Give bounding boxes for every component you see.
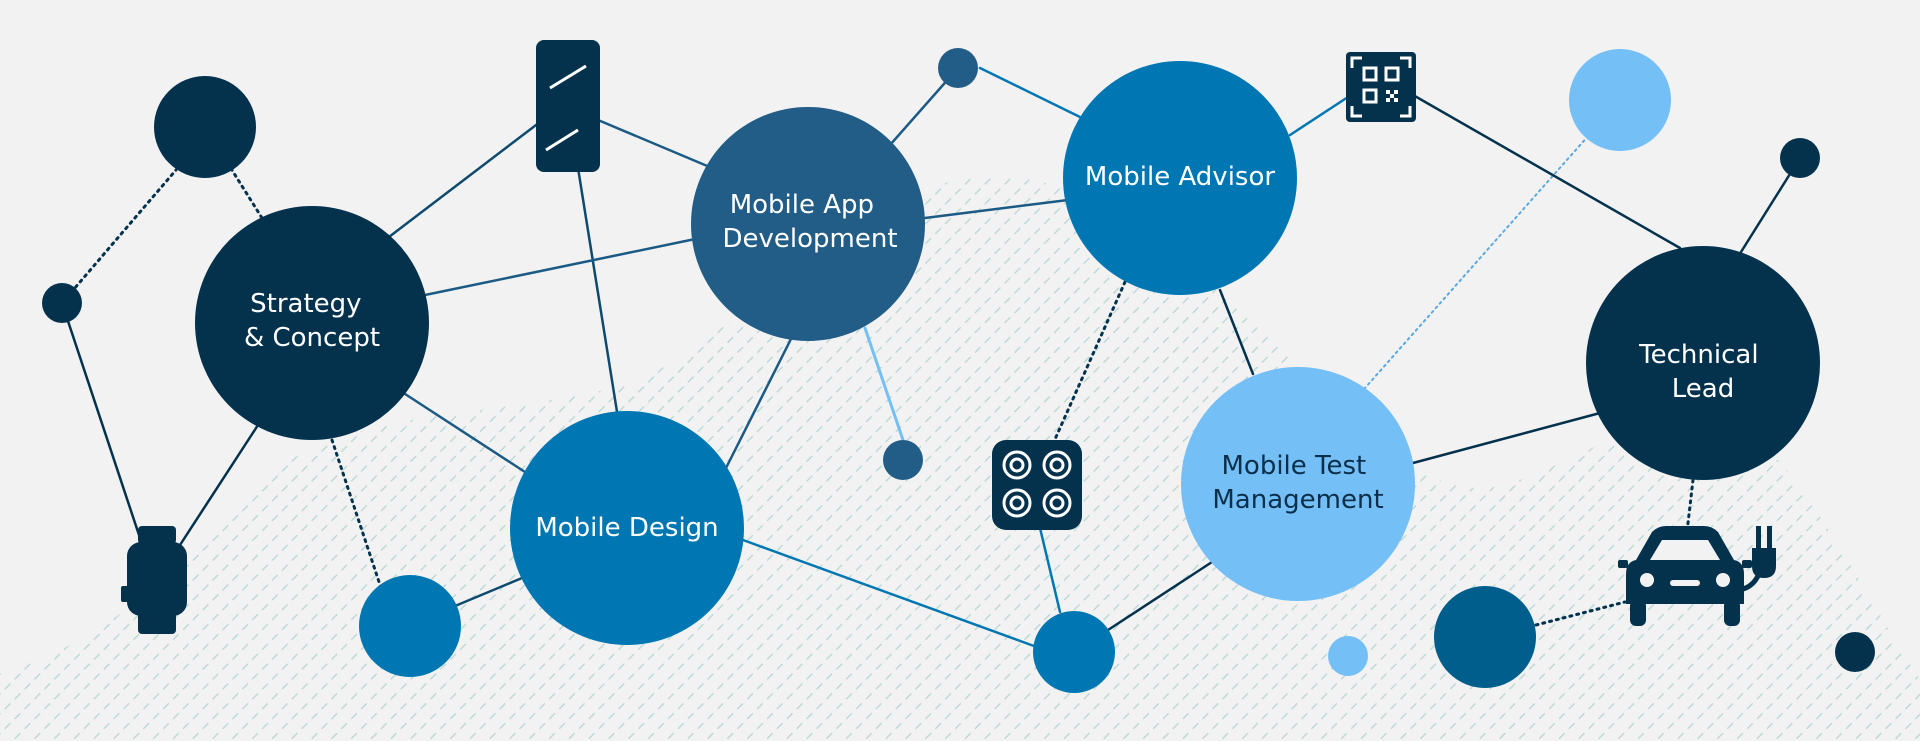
node-dot [154,76,256,178]
edge [723,333,795,472]
node-dot [883,440,923,480]
edge [178,423,260,547]
edge [1288,95,1350,137]
node-label-line: Mobile Design [535,513,718,543]
cooktop-icon [992,440,1082,530]
node-app-development: Mobile App Development [691,107,925,341]
node-dot [938,48,978,88]
edge [400,390,527,474]
svg-text:Strategy & Concept: Strategy & Concept [244,289,380,353]
node-dot [1033,611,1115,693]
small-nodes [42,48,1875,693]
node-strategy: Strategy & Concept [195,206,429,440]
svg-text:Mobile Design: Mobile Design [535,513,718,543]
node-design: Mobile Design [510,411,744,645]
edge [60,301,142,540]
svg-text:Mobile Advisor: Mobile Advisor [1085,162,1275,192]
node-technical-lead: Technical Lead [1586,246,1820,480]
edge [383,120,542,242]
edge [863,326,905,442]
edge [423,236,702,297]
node-label-line: Mobile Advisor [1085,162,1275,192]
node-label-line: Management [1212,485,1383,515]
edge [330,438,387,602]
edge [1534,600,1627,627]
svg-text:Mobile Test Management: Mobile Test Management [1212,451,1383,515]
node-dot [1328,636,1368,676]
svg-text:Mobile App Development: Mobile App Development [722,190,897,254]
node-dot [359,575,461,677]
edge [1411,411,1602,465]
node-label-line: Technical [1638,340,1758,370]
node-dot [1569,49,1671,151]
node-dot [42,283,82,323]
edge [1106,560,1214,632]
edge [978,66,1084,120]
node-label-line: Mobile App [730,190,874,220]
node-dot [1780,138,1820,178]
smartphone-icon [536,40,600,172]
edge [1038,526,1062,614]
node-label-line: & Concept [244,323,380,353]
edge [576,166,620,420]
node-advisor: Mobile Advisor [1063,61,1297,295]
svg-text:Technical Lead: Technical Lead [1638,340,1767,404]
edge [1411,93,1682,250]
edge [60,168,178,305]
hatched-hill [0,177,1920,741]
edge [453,576,524,608]
connections [60,66,1802,648]
electric-car-icon [1618,526,1776,626]
node-dot [1835,632,1875,672]
edge [596,118,714,170]
edge [741,538,1036,648]
node-test-management: Mobile Test Management [1181,367,1415,601]
edge [923,198,1070,220]
node-label-line: Mobile Test [1221,451,1366,481]
edge [1364,99,1621,389]
smartwatch-icon [121,526,187,634]
node-label-line: Lead [1672,374,1734,404]
node-dot [1434,586,1536,688]
qr-code-icon [1346,52,1416,122]
node-label-line: Development [722,224,897,254]
node-label-line: Strategy [250,289,361,319]
edge [1218,288,1255,376]
